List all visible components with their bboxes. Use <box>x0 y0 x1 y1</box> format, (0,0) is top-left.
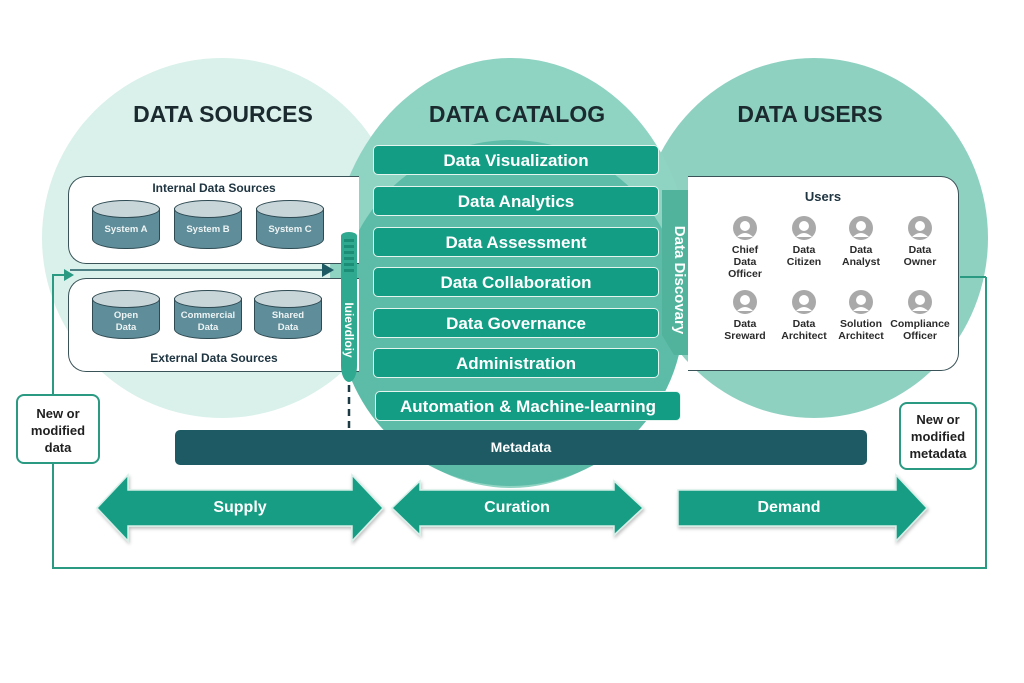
user-avatar-icon <box>849 290 873 314</box>
demand-label: Demand <box>757 499 821 516</box>
ribbon-stripes <box>344 236 354 274</box>
supply-arrow[interactable] <box>95 473 385 543</box>
user-avatar-icon <box>849 216 873 240</box>
system-c-database[interactable]: System C <box>256 200 324 256</box>
metadata-bar[interactable]: Metadata <box>175 430 867 465</box>
feedback-arrowhead-icon <box>64 269 74 281</box>
system-a-database[interactable]: System A <box>92 200 160 256</box>
catalog-item-automation-ml[interactable]: Automation & Machine-learning <box>375 391 681 421</box>
user-avatar-icon <box>733 290 757 314</box>
catalog-item-data-collaboration[interactable]: Data Collaboration <box>373 267 659 297</box>
right-ribbon <box>662 190 692 355</box>
users-panel-title: Users <box>804 189 842 204</box>
feedback-loop-line <box>52 274 987 569</box>
demand-arrow[interactable] <box>677 473 929 543</box>
system-b-database[interactable]: System B <box>174 200 242 256</box>
left-ribbon: Iuievdloiy <box>341 232 357 382</box>
curation-arrow[interactable] <box>390 479 645 537</box>
supply-label: Supply <box>213 499 267 516</box>
catalog-item-data-analytics[interactable]: Data Analytics <box>373 186 659 216</box>
catalog-item-data-assessment[interactable]: Data Assessment <box>373 227 659 257</box>
data-catalog-title: DATA CATALOG <box>428 101 606 127</box>
curation-label: Curation <box>484 499 550 516</box>
user-avatar-icon <box>792 216 816 240</box>
catalog-item-administration[interactable]: Administration <box>373 348 659 378</box>
data-users-title: DATA USERS <box>737 101 883 127</box>
catalog-item-data-visualization[interactable]: Data Visualization <box>373 145 659 175</box>
catalog-arrowhead-icon <box>322 263 334 277</box>
catalog-item-data-governance[interactable]: Data Governance <box>373 308 659 338</box>
internal-data-sources-title: Internal Data Sources <box>152 181 276 195</box>
user-avatar-icon <box>792 290 816 314</box>
user-avatar-icon <box>908 216 932 240</box>
data-sources-title: DATA SOURCES <box>133 101 313 127</box>
user-avatar-icon <box>908 290 932 314</box>
user-avatar-icon <box>733 216 757 240</box>
users-panel: Users <box>688 176 959 371</box>
external-data-sources-title: External Data Sources <box>150 351 278 365</box>
